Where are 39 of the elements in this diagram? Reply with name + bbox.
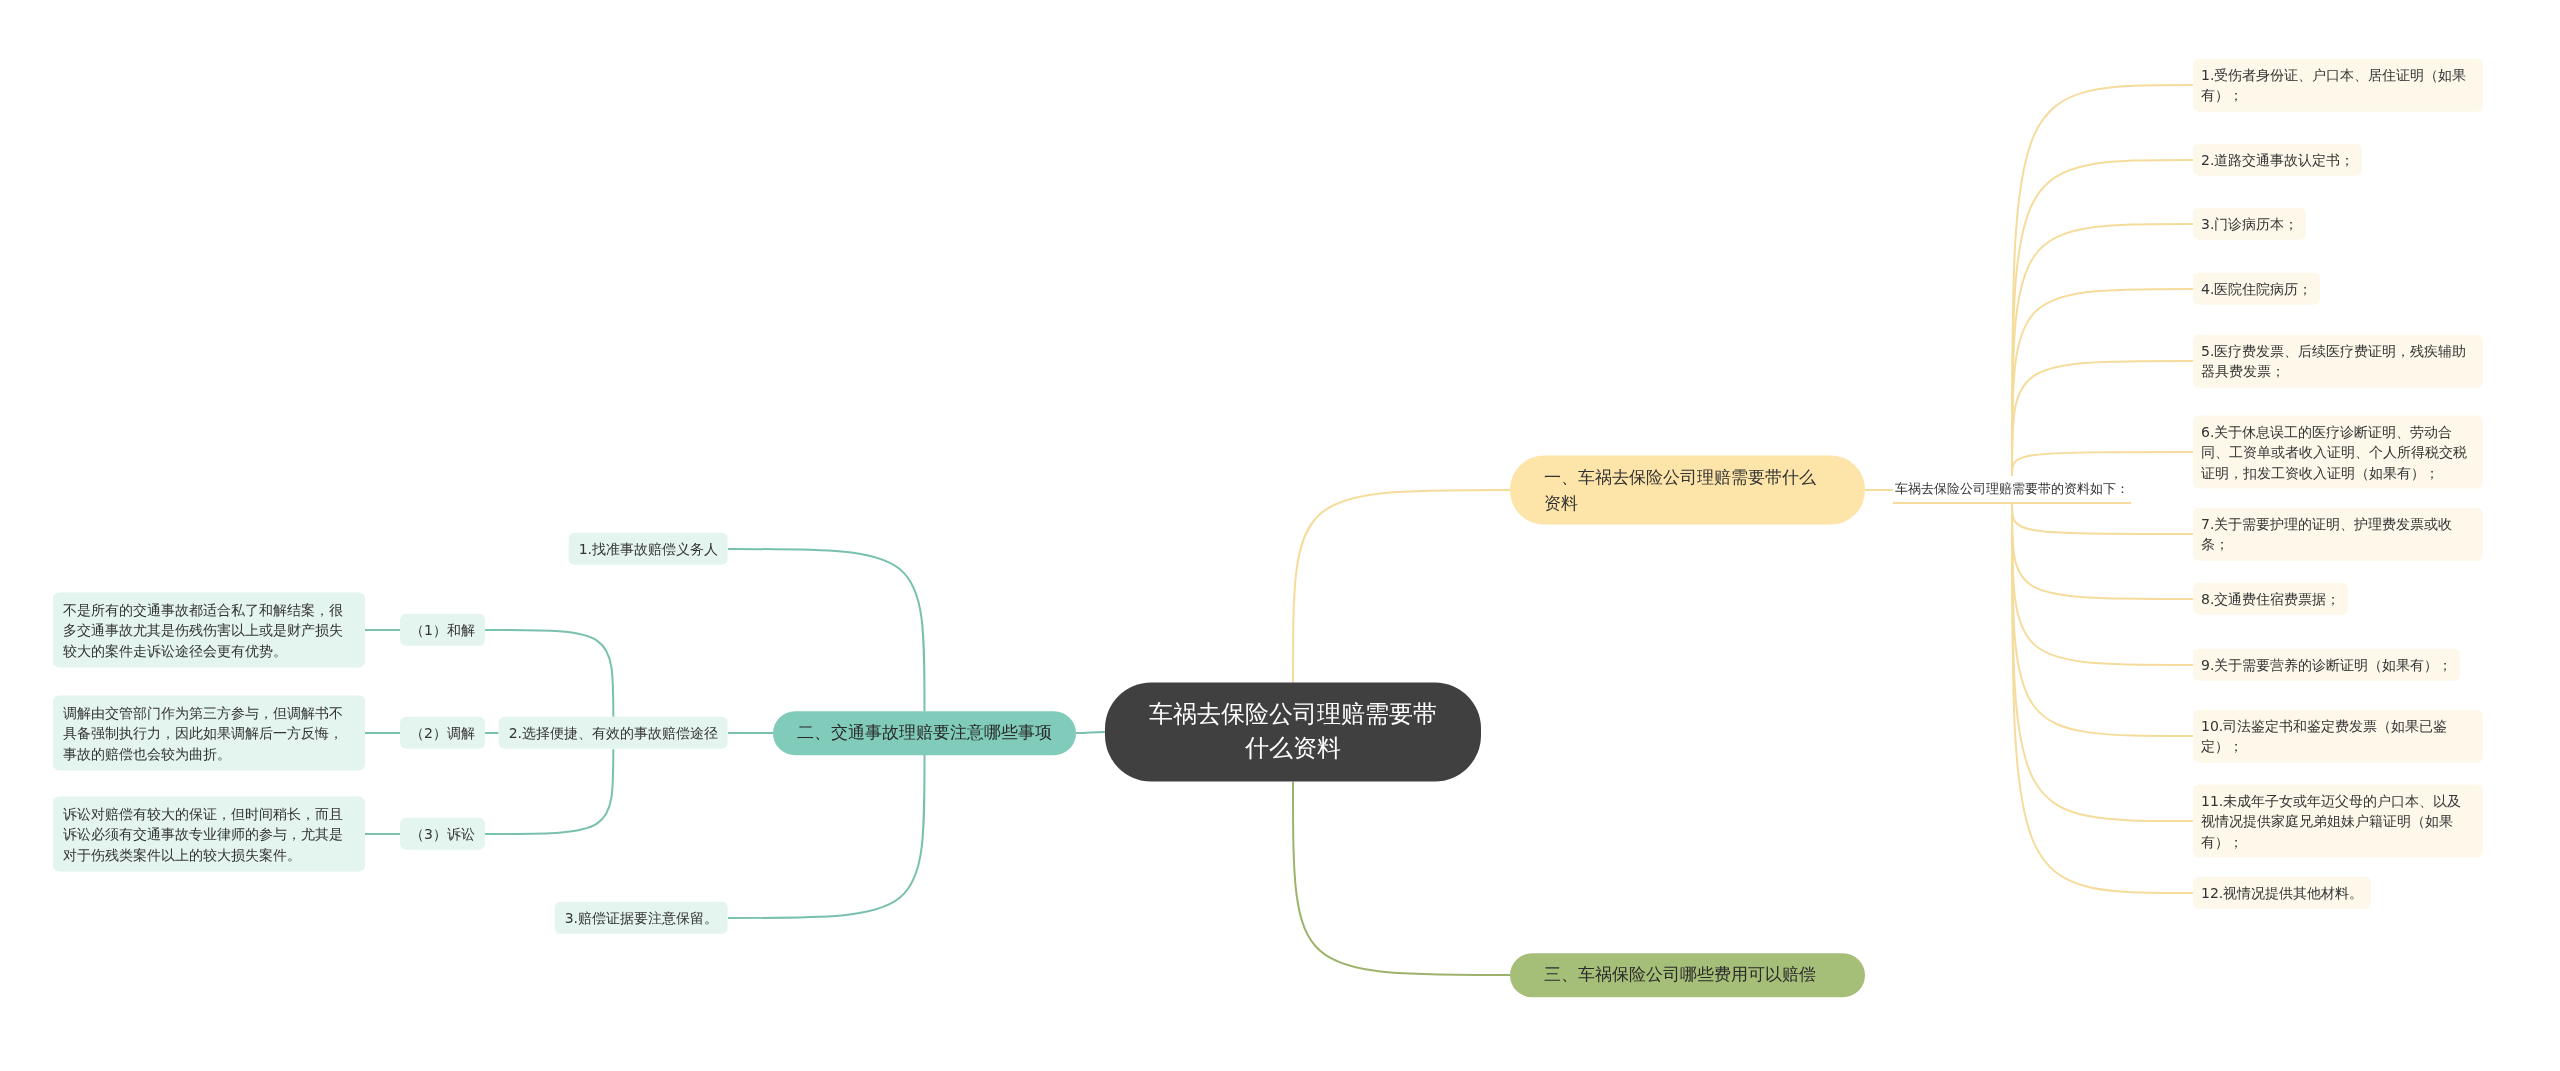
list-item: 3.门诊病历本； [2193,207,2307,241]
connector-line [1292,489,1511,684]
connector-line [2011,451,2194,477]
list-item: 1.受伤者身份证、户口本、居住证明（如果有）； [2193,58,2483,112]
subtopic: （2）调解 [400,716,485,750]
list-item: 12.视情况提供其他材料。 [2193,876,2372,910]
list-item: 6.关于休息误工的医疗诊断证明、劳动合同、工资单或者收入证明、个人所得税交税证明，扣发工资收入证明（如果有）； [2193,415,2483,489]
connector-line [364,833,402,835]
description-box: 不是所有的交通事故都适合私了和解结案，很多交通事故尤其是伤残伤害以上或是财产损失较大的案件走诉讼途径会更有优势。 [53,592,365,668]
list-item: 7.关于需要护理的证明、护理费发票或收条； [2193,507,2483,561]
list-item: 11.未成年子女或年迈父母的户口本、以及视情况提供家庭兄弟姐妹户籍证明（如果有）； [2193,784,2483,858]
description-box: 调解由交管部门作为第三方参与，但调解书不具备强制执行力，因此如果调解后一方反悔，事故的赔偿也会较为曲折。 [53,695,365,771]
subtopic: （1）和解 [400,613,485,647]
subtopic: 3.赔偿证据要注意保留。 [554,901,728,935]
connector-line [727,548,926,713]
connector-line [484,748,615,835]
connector-line [364,732,402,734]
connector-line [1075,731,1106,734]
branch-topic: 一、车祸去保险公司理赔需要带什么资料 [1510,455,1865,525]
list-item: 2.道路交通事故认定书； [2193,143,2363,177]
list-item: 8.交通费住宿费票据； [2193,582,2349,616]
connector-line [364,629,402,631]
connector-line [727,732,774,734]
branch-topic: 二、交通事故理赔要注意哪些事项 [773,711,1076,755]
list-item: 10.司法鉴定书和鉴定费发票（如果已鉴定）； [2193,709,2483,763]
list-item: 4.医院住院病历； [2193,272,2321,306]
connector-line [1292,780,1511,976]
list-item: 9.关于需要营养的诊断证明（如果有）； [2193,648,2461,682]
subtopic: 2.选择便捷、有效的事故赔偿途径 [498,716,728,750]
subtopic: （3）诉讼 [400,817,485,851]
list-item: 5.医疗费发票、后续医疗费证明，残疾辅助器具费发票； [2193,334,2483,388]
subtopic: 1.找准事故赔偿义务人 [568,532,728,566]
branch-topic: 三、车祸保险公司哪些费用可以赔偿 [1510,953,1865,997]
connector-line [484,629,615,718]
connector-line [1864,489,1894,491]
description-box: 诉讼对赔偿有较大的保证，但时间稍长，而且诉讼必须有交通事故专业律师的参与，尤其是对于伤残类案件以上的较大损失案件。 [53,796,365,872]
central-topic: 车祸去保险公司理赔需要带什么资料 [1105,682,1481,782]
connector-line [727,753,926,919]
note-text: 车祸去保险公司理赔需要带的资料如下： [1893,476,2131,504]
